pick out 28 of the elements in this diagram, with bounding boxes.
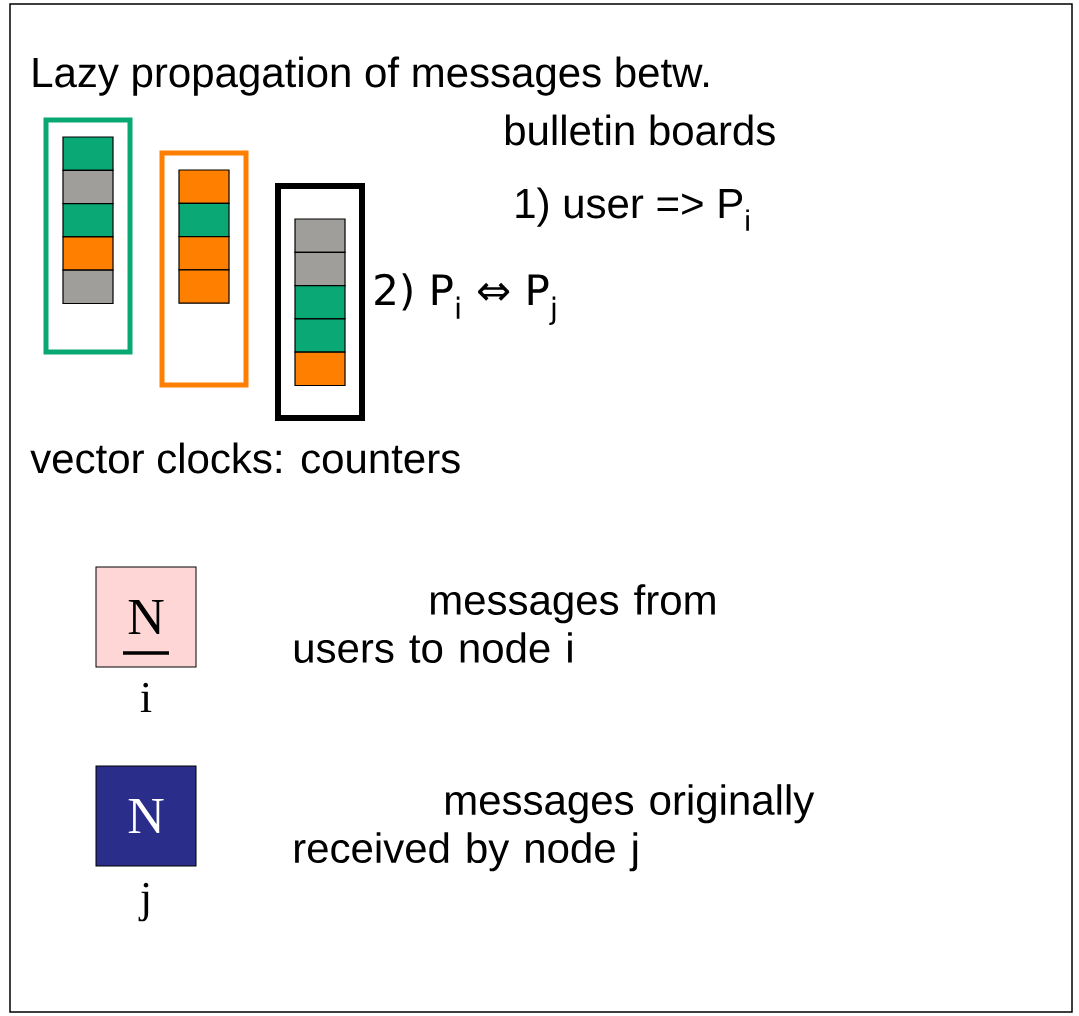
message-block bbox=[178, 269, 230, 304]
message-block bbox=[294, 351, 346, 387]
text-line: vector clocks: counters bbox=[30, 442, 460, 474]
index-label: i bbox=[140, 682, 152, 712]
description-text: messages originally received by node j bbox=[295, 784, 815, 872]
text-line: 2) P$_{i}$ ⇔ P$_{j}$ bbox=[375, 273, 556, 325]
message-block bbox=[62, 136, 114, 171]
message-block bbox=[178, 236, 230, 271]
message-block bbox=[62, 269, 114, 305]
message-block bbox=[294, 318, 346, 353]
message-block bbox=[62, 169, 114, 205]
bulletin-board bbox=[43, 117, 133, 355]
bulletin-board bbox=[275, 183, 365, 421]
text-line: Lazy propagation of messages betw. bbox=[33, 56, 709, 96]
text-line: 1) user => P$_{i}$ bbox=[516, 187, 749, 231]
message-block bbox=[62, 236, 114, 271]
message-block bbox=[178, 202, 230, 238]
index-label: j bbox=[138, 882, 149, 922]
vector-clock-box: N bbox=[95, 765, 197, 867]
message-block bbox=[294, 251, 346, 287]
message-block bbox=[294, 218, 346, 253]
message-block bbox=[294, 285, 346, 320]
vector-clock-box: N bbox=[95, 566, 197, 668]
text-line: bulletin boards bbox=[505, 114, 775, 146]
bulletin-board bbox=[159, 150, 249, 388]
message-block bbox=[62, 203, 114, 238]
message-block bbox=[178, 169, 230, 204]
description-text: messages from users to node i bbox=[294, 584, 715, 663]
